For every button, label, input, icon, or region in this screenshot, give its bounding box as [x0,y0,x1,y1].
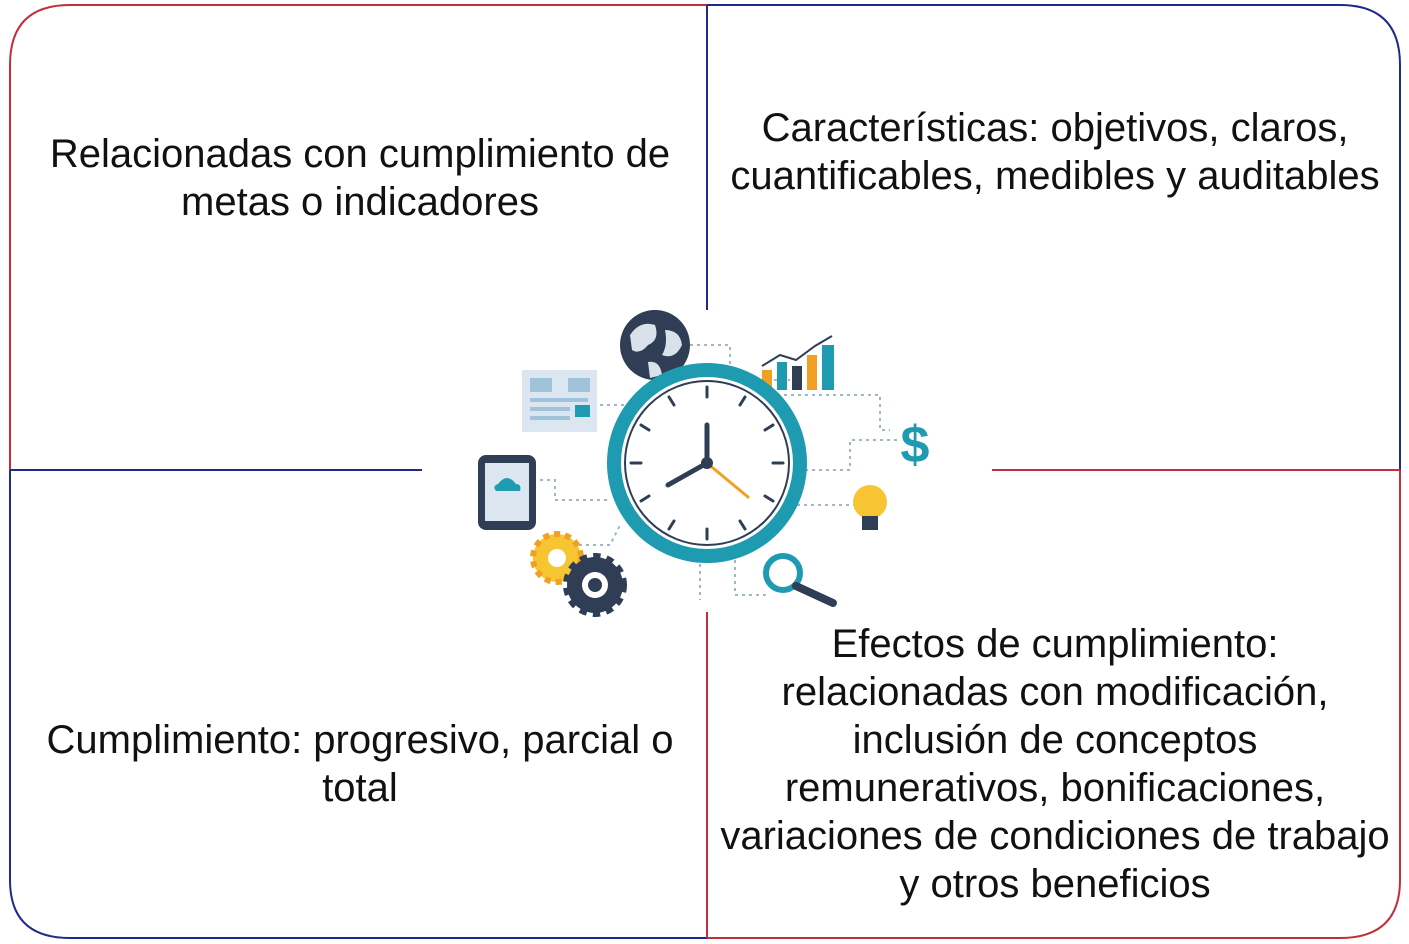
globe-icon [620,310,690,380]
dollar-icon: $ [901,416,930,474]
magnifier-icon [763,553,837,607]
frame-bottom-left-arc [9,470,707,939]
quadrant-bottom-right-text: Efectos de cumplimiento: relacionadas co… [720,622,1390,906]
time-management-illustration: $ [478,310,930,617]
quadrant-top-left-text: Relacionadas con cumplimiento de metas o… [49,132,671,224]
frame-top-left-arc [9,4,707,470]
quadrant-top-right-text: Características: objetivos, claros, cuan… [730,106,1380,198]
lightbulb-icon [853,485,887,530]
quadrant-bottom-left-text: Cumplimiento: progresivo, parcial o tota… [46,718,674,810]
frame-bottom-right-arc [707,470,1401,939]
document-icon [522,370,597,432]
frame-top-right-arc [707,4,1401,470]
gears-icon [530,531,627,617]
bar-chart-icon [761,335,834,390]
svg-text:$: $ [901,416,930,474]
tablet-icon [478,455,536,530]
clock-icon [607,363,807,563]
